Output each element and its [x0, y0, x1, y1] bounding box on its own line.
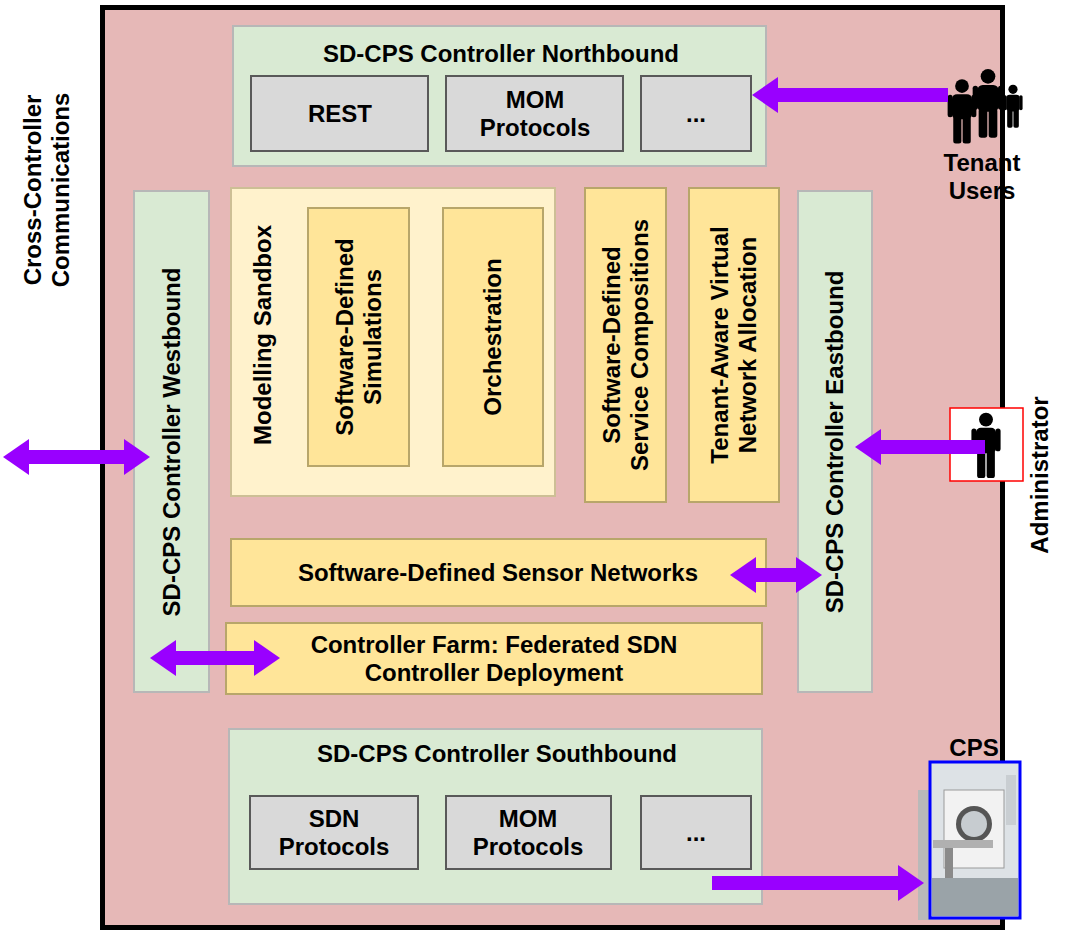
interface-box: REST MOM Protocols... SD-CPS Controller No… — [232, 25, 767, 167]
protocol-box: REST — [250, 75, 429, 152]
tenant-users-icon — [948, 69, 1023, 144]
module-box: Software-Defined Simulations — [307, 207, 410, 467]
module-box: Software-Defined Sensor Networks — [230, 538, 767, 607]
protocol-box: MOM Protocols — [445, 795, 612, 870]
actor: Tenant Users — [940, 50, 1025, 210]
node-text: Controller Farm: Federated SDN Controlle… — [264, 631, 724, 686]
protocol-box: SDN Protocols — [249, 795, 419, 870]
node-text: ... — [646, 100, 746, 128]
protocol-box: MOM Protocols — [445, 75, 624, 152]
node-text: MOM Protocols — [470, 86, 600, 141]
module-group: Software-Defined Simulations Orchestratio… — [230, 187, 556, 497]
cross-controller-arrow — [29, 450, 124, 464]
node-text: SD-CPS Controller Northbound — [251, 40, 751, 68]
node-text: Tenant Users — [940, 149, 1025, 204]
flow-arrow — [778, 88, 948, 102]
cps-image — [918, 762, 1020, 920]
node-text: Modelling Sandbox — [249, 190, 277, 480]
node-text: ... — [646, 819, 746, 847]
node-text: Software-Defined Sensor Networks — [238, 559, 758, 587]
module-box: Orchestration — [442, 207, 544, 467]
node-text: Orchestration — [479, 212, 507, 462]
node-text: SD-CPS Controller Eastbound — [821, 202, 849, 682]
flow-arrow — [881, 440, 985, 454]
interface-box: SD-CPS Controller Eastbound — [797, 190, 873, 693]
node-text: Software-Defined Simulations — [331, 212, 386, 462]
protocol-box: ... — [640, 795, 752, 870]
interface-box: SD-CPS Controller Westbound — [133, 190, 210, 693]
node-text: Tenant-Aware Virtual Network Allocation — [706, 195, 761, 495]
protocol-box: ... — [640, 75, 752, 152]
interface-box: SDN Protocols MOM Protocols... SD-CPS Cont… — [228, 728, 763, 905]
module-box: Controller Farm: Federated SDN Controlle… — [225, 622, 763, 695]
administrator-icon — [950, 408, 1023, 481]
node-text: SD-CPS Controller Westbound — [158, 202, 186, 682]
module-box: Tenant-Aware Virtual Network Allocation — [688, 187, 780, 503]
node-text: SD-CPS Controller Southbound — [247, 740, 747, 768]
device: CPS — [916, 735, 1024, 923]
node-text: CPS — [924, 734, 1024, 762]
node-text: MOM Protocols — [463, 805, 593, 860]
node-text: Administrator — [1026, 365, 1054, 585]
node-text: REST — [260, 100, 420, 128]
actor: Administrator — [945, 360, 1060, 590]
module-box: Software-Defined Service Compositions — [584, 187, 667, 503]
side-label: Cross-Controller Communications — [19, 70, 74, 310]
node-text: SDN Protocols — [269, 805, 399, 860]
node-text: Software-Defined Service Compositions — [598, 205, 653, 485]
